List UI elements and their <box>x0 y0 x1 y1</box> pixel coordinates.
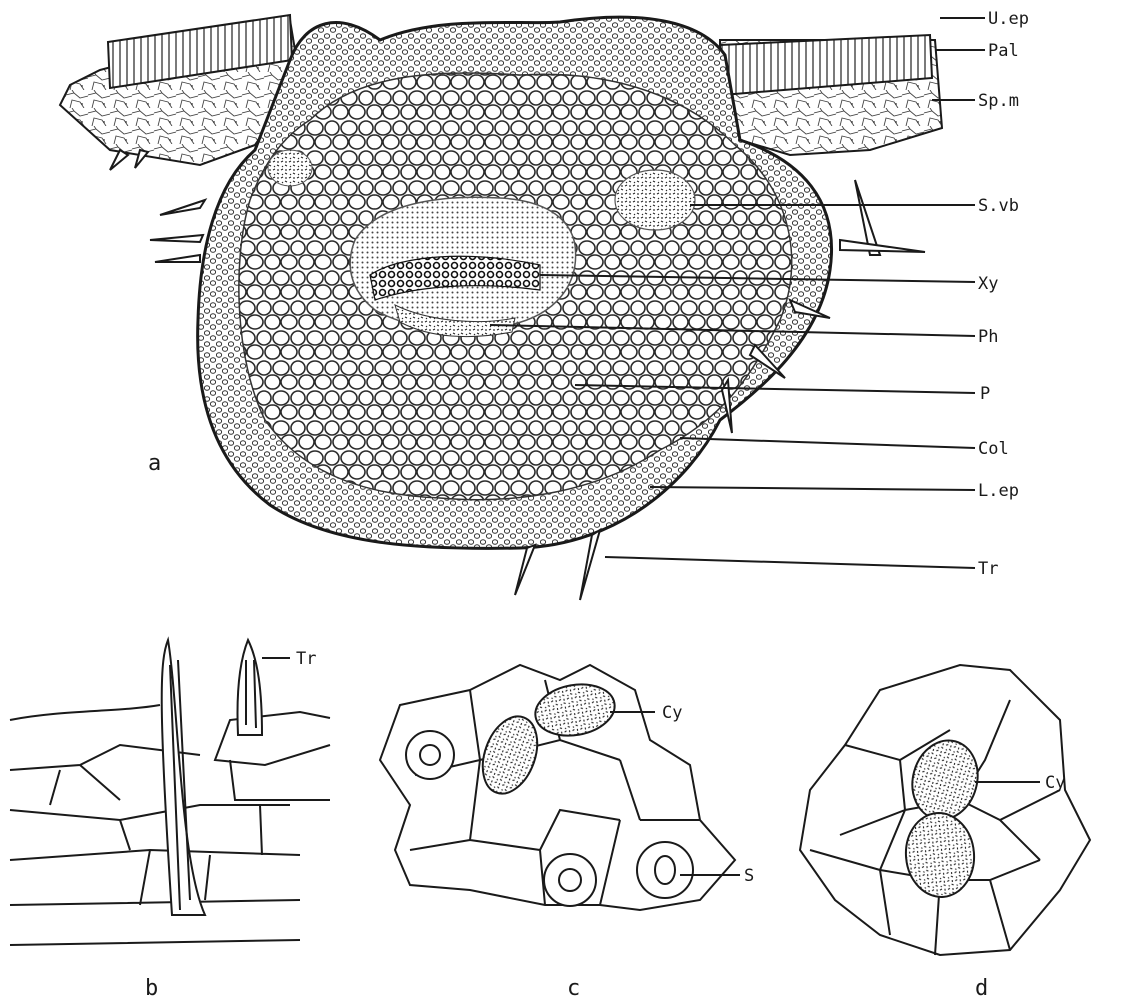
stoma-c-2 <box>544 854 596 906</box>
label-spongy-mesophyll: Sp.m <box>978 91 1019 111</box>
label-lower-epidermis: L.ep <box>978 481 1019 501</box>
label-phloem: Ph <box>978 327 998 347</box>
labels-a: U.ep Pal Sp.m S.vb Xy Ph P Col L.ep Tr <box>978 9 1029 579</box>
label-trichome: Tr <box>978 559 998 579</box>
stoma-c-1 <box>406 731 454 779</box>
label-collenchyma: Col <box>978 439 1009 459</box>
label-upper-epidermis: U.ep <box>988 9 1029 29</box>
panel-letter-b: b <box>145 976 158 1001</box>
small-vascular-bundle <box>615 170 695 230</box>
label-parenchyma: P <box>980 384 990 404</box>
panel-letter-a: a <box>148 451 161 476</box>
label-c-stoma: S <box>744 866 754 886</box>
panel-letter-d: d <box>975 976 988 1001</box>
label-b-trichome: Tr <box>296 649 316 669</box>
label-xylem: Xy <box>978 274 998 294</box>
label-palisade: Pal <box>988 41 1019 61</box>
panel-d-epidermal-cells <box>800 665 1090 955</box>
panel-c-epidermal-cells <box>380 665 740 910</box>
panel-letter-c: c <box>567 976 580 1001</box>
small-vascular-bundle-left <box>268 150 312 186</box>
label-small-vascular-bundle: S.vb <box>978 196 1019 216</box>
stoma-c-3 <box>637 842 693 898</box>
label-c-cystolith: Cy <box>662 703 682 723</box>
panel-b-epidermis-trichomes <box>10 640 330 945</box>
label-d-cystolith: Cy <box>1045 773 1065 793</box>
panel-a-leaf-cross-section: U.ep Pal Sp.m S.vb Xy Ph P Col L.ep Tr a <box>60 9 1029 600</box>
